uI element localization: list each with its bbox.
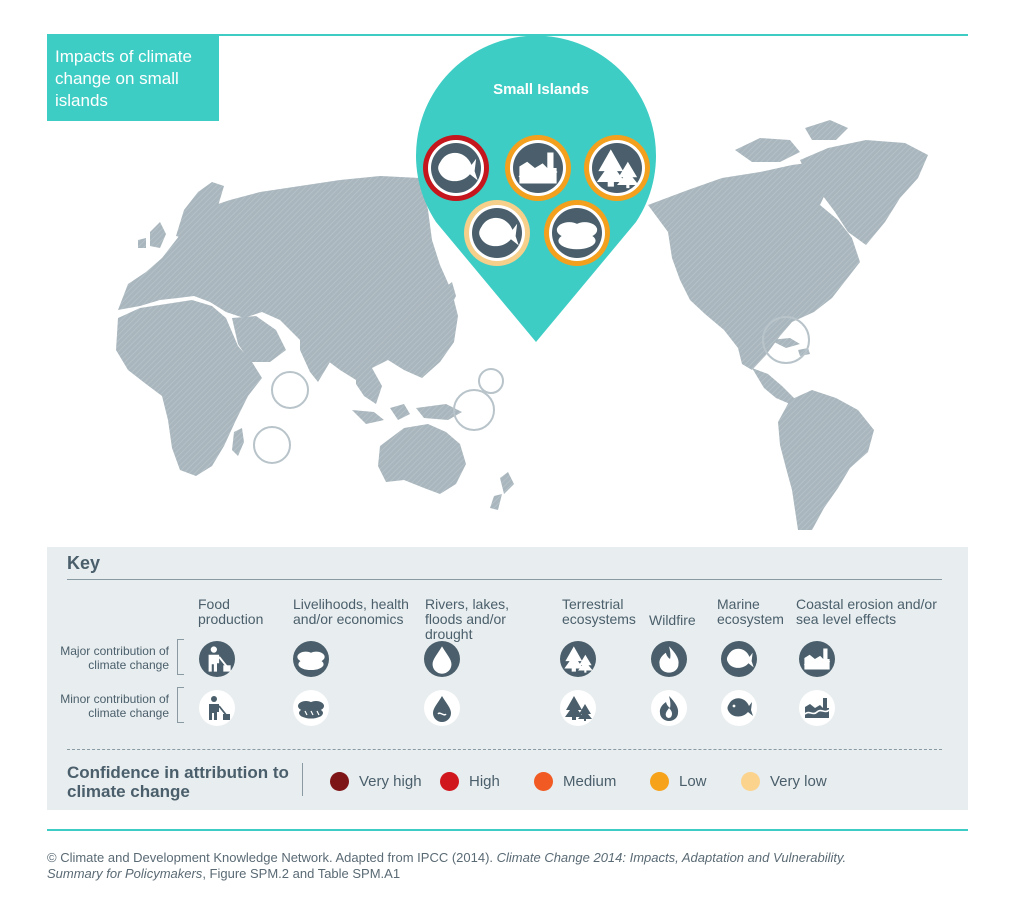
madagascar-island xyxy=(232,428,244,456)
confidence-very-low: Very low xyxy=(741,771,827,791)
column-livelihoods: Livelihoods, health and/or economics xyxy=(293,596,409,627)
minor-livelihoods-icon xyxy=(293,690,329,726)
top-rule xyxy=(47,34,968,36)
key-divider xyxy=(67,579,942,580)
source-footer: © Climate and Development Knowledge Netw… xyxy=(47,850,967,882)
india-landmass xyxy=(300,328,340,382)
world-map: Small Islands xyxy=(116,35,928,530)
major-livelihoods-icon xyxy=(293,641,329,677)
confidence-dot-very-low xyxy=(741,771,760,791)
minor-food-production-icon xyxy=(199,690,235,726)
minor-coastal-erosion-icon xyxy=(799,690,835,726)
major-food-production-icon xyxy=(199,641,235,677)
confidence-title: Confidence in attribution to climate cha… xyxy=(67,763,289,801)
major-marine-ecosystem-icon xyxy=(721,641,757,677)
pacific-islands-marker-north[interactable] xyxy=(478,368,504,394)
column-wildfire: Wildfire xyxy=(649,612,696,628)
central-america-landmass xyxy=(752,368,794,404)
pin-terrestrial-ecosystems-badge[interactable] xyxy=(584,135,650,201)
column-marine: Marine ecosystem xyxy=(717,596,784,627)
minor-terrestrial-ecosystems-icon xyxy=(560,690,596,726)
confidence-very-high: Very high xyxy=(330,771,422,791)
minor-wildfire-icon xyxy=(651,690,687,726)
livelihoods-icon xyxy=(556,222,598,250)
africa-landmass xyxy=(116,300,262,476)
south-america-landmass xyxy=(778,390,874,530)
pin-label: Small Islands xyxy=(493,81,589,98)
coastal-erosion-icon xyxy=(518,152,558,184)
pin-livelihoods-badge[interactable] xyxy=(544,200,610,266)
column-terrestrial: Terrestrial ecosystems xyxy=(562,596,636,627)
pin-marine-ecosystem-badge[interactable] xyxy=(423,135,489,201)
minor-rivers-water-drop-icon xyxy=(424,690,460,726)
confidence-dot-very-high xyxy=(330,771,349,791)
pin-marine-ecosystem-badge[interactable] xyxy=(464,200,530,266)
key-dashed-divider xyxy=(67,749,942,750)
row-label-minor: Minor contribution of climate change xyxy=(60,692,169,720)
new-zealand-islands xyxy=(490,472,514,510)
figure-title-box: Impacts of climate change on small islan… xyxy=(47,36,219,121)
marine-ecosystem-icon xyxy=(479,217,519,247)
caribbean-islands-marker[interactable] xyxy=(762,316,810,364)
mascarene-islands-marker[interactable] xyxy=(253,426,291,464)
marine-ecosystem-icon xyxy=(438,152,478,182)
column-food-production: Food production xyxy=(198,596,264,627)
arabian-peninsula xyxy=(232,316,286,362)
key-title: Key xyxy=(67,553,101,573)
major-rivers-water-drop-icon xyxy=(424,641,460,677)
row-label-major: Major contribution of climate change xyxy=(60,644,169,672)
indian-ocean-islands-marker[interactable] xyxy=(271,371,309,409)
confidence-low: Low xyxy=(650,771,707,791)
greenland-landmass xyxy=(800,140,928,245)
footer-prefix: © Climate and Development Knowledge Netw… xyxy=(47,850,497,865)
footer-summary-title: Summary for Policymakers xyxy=(47,866,203,881)
minor-marine-ecosystem-icon xyxy=(721,690,757,726)
confidence-dot-low xyxy=(650,771,669,791)
confidence-dot-high xyxy=(440,771,459,791)
pin-coastal-erosion-badge[interactable] xyxy=(505,135,571,201)
key-panel: Key Food production Livelihoods, health … xyxy=(47,547,968,810)
row-bracket-major xyxy=(177,639,184,675)
major-terrestrial-ecosystems-icon xyxy=(560,641,596,677)
major-wildfire-icon xyxy=(651,641,687,677)
major-coastal-erosion-icon xyxy=(799,641,835,677)
key-icon-grid xyxy=(199,641,835,726)
pacific-islands-marker-south[interactable] xyxy=(453,389,495,431)
north-america-landmass xyxy=(648,160,860,370)
footer-suffix: , Figure SPM.2 and Table SPM.A1 xyxy=(202,866,401,881)
row-bracket-minor xyxy=(177,687,184,723)
british-isles xyxy=(138,222,166,248)
confidence-medium: Medium xyxy=(534,771,616,791)
indonesia-islands xyxy=(352,404,462,424)
scandinavia-landmass xyxy=(176,182,224,242)
footer-book-title: Climate Change 2014: Impacts, Adaptation… xyxy=(496,850,847,865)
bottom-rule xyxy=(47,829,968,831)
confidence-dot-medium xyxy=(534,771,553,791)
figure-title: Impacts of climate change on small islan… xyxy=(55,47,192,110)
caribbean-islands xyxy=(770,338,810,356)
terrestrial-ecosystems-icon xyxy=(596,149,639,189)
column-coastal: Coastal erosion and/or sea level effects xyxy=(796,596,937,627)
confidence-separator xyxy=(302,763,303,796)
canadian-arctic-islands xyxy=(735,120,848,162)
small-islands-pin[interactable]: Small Islands xyxy=(416,35,656,342)
japan-islands xyxy=(440,282,456,312)
column-rivers: Rivers, lakes, floods and/or drought xyxy=(425,596,510,642)
confidence-high: High xyxy=(440,771,500,791)
australia-landmass xyxy=(378,424,466,494)
southeast-asia-landmass xyxy=(356,368,382,404)
